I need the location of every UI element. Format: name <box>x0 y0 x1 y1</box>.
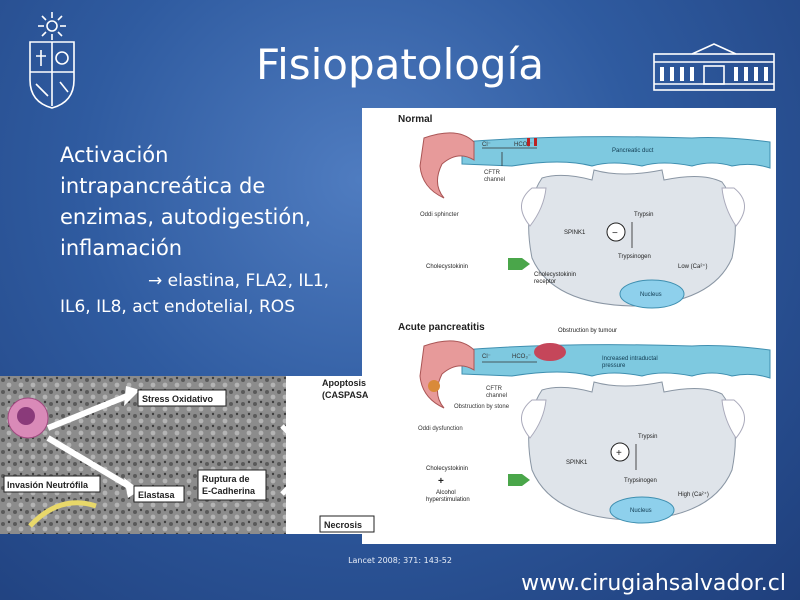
duct-label: Pancreatic duct <box>612 148 654 154</box>
trypsinogen-label: Trypsinogen <box>618 254 651 260</box>
slide-title: Fisiopatología <box>255 40 544 89</box>
oddi-label: Oddi sphincter <box>420 212 459 218</box>
tumour-mass <box>534 343 566 361</box>
trypsin-acute: Trypsin <box>638 434 657 440</box>
bullet-line: Activación <box>60 143 169 167</box>
nucleus-label: Nucleus <box>640 292 662 298</box>
acute-title: Acute pancreatitis <box>398 322 485 333</box>
green-arrow-icon <box>508 258 530 270</box>
stone-label: Obstruction by stone <box>454 404 510 410</box>
trypsin-label: Trypsin <box>634 212 653 218</box>
necrosis-label: Necrosis <box>324 520 362 530</box>
acinar-cell-acute <box>528 381 736 521</box>
stress-label: Stress Oxidativo <box>142 394 214 404</box>
apoptosis-2: (CASPASA <box>322 390 369 400</box>
cl-label-acute: Cl⁻ <box>482 354 491 360</box>
inhibition-sign: − <box>612 228 618 239</box>
alcohol-2: hyperstimulation <box>426 497 470 503</box>
ruptura-1: Ruptura de <box>202 474 250 484</box>
micrograph-diagram: Stress Oxidativo Invasión Neutrófila Ela… <box>0 376 378 534</box>
hco3-label-acute: HCO₃⁻ <box>512 354 531 360</box>
nucleus-acute <box>609 496 675 524</box>
citation: Lancet 2008; 371: 143-52 <box>348 556 452 565</box>
building-logo <box>653 43 775 91</box>
oddi-dysfunction-label: Oddi dysfunction <box>418 426 463 432</box>
calcium-label: Low (Ca²⁺) <box>678 263 708 270</box>
cftr-acute-2: channel <box>486 393 507 399</box>
sub-bullet-line: IL6, IL8, act endotelial, ROS <box>60 297 295 317</box>
normal-title: Normal <box>398 114 433 125</box>
neutrophil-label: Invasión Neutrófila <box>7 480 89 490</box>
bullet-line: inflamación <box>60 236 183 260</box>
cftr-acute-1: CFTR <box>486 386 503 392</box>
bullet-line: enzimas, autodigestión, <box>60 205 312 229</box>
cholecystokinin-label: Cholecystokinin <box>426 264 468 270</box>
spink1-acute: SPINK1 <box>566 460 588 466</box>
activation-sign: + <box>616 448 622 459</box>
green-arrow-icon <box>508 474 530 486</box>
pancreas-pathophysiology-figure: Normal Pancreatic duct Oddi sphincter Cl… <box>362 108 776 544</box>
pancreatic-duct-normal <box>461 136 771 169</box>
footer-url[interactable]: www.cirugiahsalvador.cl <box>521 571 786 596</box>
pressure-2: pressure <box>602 363 626 369</box>
bullet-line: intrapancreática de <box>60 174 266 198</box>
cck-receptor-2: receptor <box>534 279 556 285</box>
alcohol-1: Alcohol <box>436 490 456 496</box>
stone <box>428 380 440 392</box>
apoptosis-1: Apoptosis <box>322 378 366 388</box>
cftr-label-1: CFTR <box>484 170 501 176</box>
pressure-1: Increased intraductal <box>602 356 658 362</box>
calcium-high-label: High (Ca²⁺) <box>678 491 709 498</box>
cck-receptor-1: Cholecystokinin <box>534 272 576 278</box>
sub-bullet-line: → elastina, FLA2, IL1, <box>148 271 330 291</box>
cck-acute: Cholecystokinin <box>426 466 468 472</box>
trypsinogen-acute: Trypsinogen <box>624 478 657 484</box>
cl-label: Cl⁻ <box>482 142 491 148</box>
elastasa-label: Elastasa <box>138 490 176 500</box>
sub-bullet-text: → elastina, FLA2, IL1, IL6, IL8, act end… <box>60 268 360 320</box>
tumour-label: Obstruction by tumour <box>558 328 617 334</box>
oddi-sphincter-normal <box>419 132 475 199</box>
plus-sign: + <box>438 476 444 487</box>
bullet-text: Activación intrapancreática de enzimas, … <box>60 140 350 264</box>
university-crest-logo <box>29 12 75 109</box>
nucleus-normal <box>619 279 685 309</box>
spink1-label: SPINK1 <box>564 230 586 236</box>
nucleus-acute-label: Nucleus <box>630 508 652 514</box>
hco3-label: HCO₃⁻ <box>514 142 533 148</box>
cftr-label-2: channel <box>484 177 505 183</box>
ruptura-2: E-Cadherina <box>202 486 256 496</box>
